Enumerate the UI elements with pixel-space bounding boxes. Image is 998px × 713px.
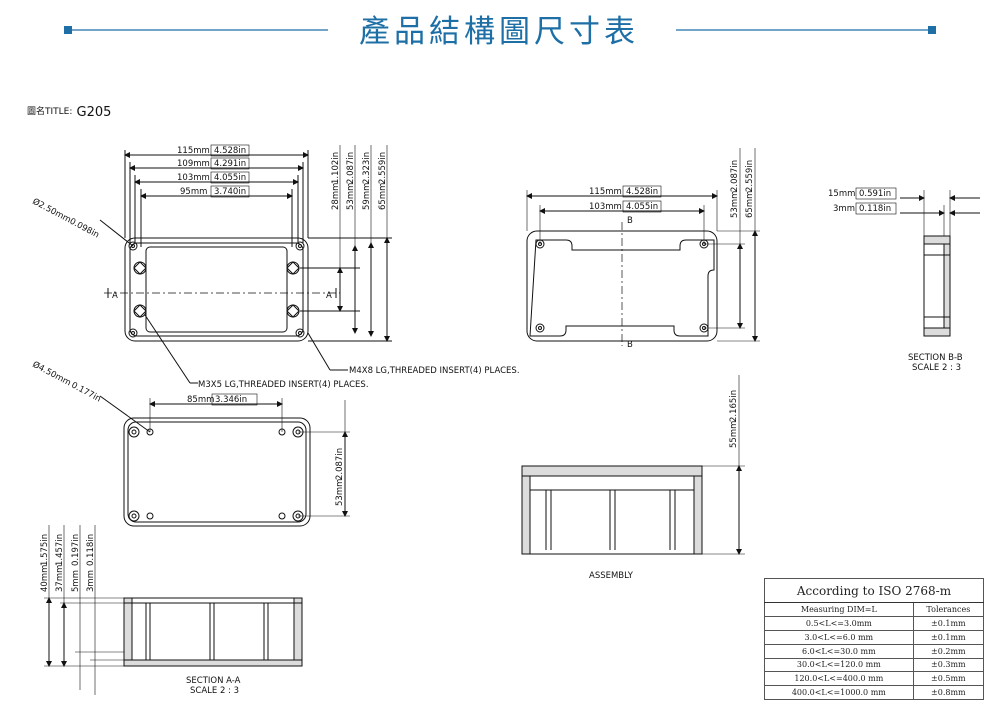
bb-dim-1: 3mm <box>833 204 855 214</box>
tolerance-table: According to ISO 2768-m Measuring DIM=L … <box>764 577 985 700</box>
section-mark-b-bottom: B <box>627 340 633 350</box>
assembly-label: ASSEMBLY <box>589 571 634 581</box>
top-dim-1-in: 4.291in <box>214 159 246 169</box>
tolerance-value: ±0.2mm <box>912 643 985 659</box>
aa-vdim-3-in: 0.118in <box>86 534 96 566</box>
tolerance-range: 0.5<L<=3.0mm <box>764 616 914 631</box>
top-dim-3: 95mm <box>180 187 207 197</box>
tolerance-value: ±0.1mm <box>912 616 985 631</box>
bottom-dim-v-in: 2.087in <box>335 448 345 480</box>
tolerance-range: 120.0<L<=400.0 mm <box>764 671 914 687</box>
bottom-view <box>99 395 350 527</box>
top-vdim-2-in: 2.323in <box>362 152 372 184</box>
tolerance-range: 6.0<L<=30.0 mm <box>764 643 914 659</box>
top-dim-2: 103mm <box>177 173 210 183</box>
aa-vdim-3: 3mm <box>86 570 96 592</box>
aa-vdim-0-in: 1.575in <box>40 534 50 566</box>
table-row: 30.0<L<=120.0 mm±0.3mm <box>764 657 985 673</box>
top-dim-3-in: 3.740in <box>214 187 246 197</box>
table-row: 6.0<L<=30.0 mm±0.2mm <box>764 643 985 659</box>
lid-view-labels: 115mm 4.528in 103mm 4.055in 53mm2.087in … <box>589 160 755 350</box>
top-vdim-0-in: 1.102in <box>331 152 341 184</box>
lid-dim-0: 115mm <box>589 187 622 197</box>
drawing-title: 圖名TITLE: G205 <box>27 104 111 120</box>
assembly-dim: 55mm <box>729 421 739 448</box>
top-vdim-1-in: 2.087in <box>346 152 356 184</box>
bottom-hole-dia-in: 0.177in <box>69 380 102 404</box>
section-bb-labels: 15mm 0.591in 3mm 0.118in SECTION B-B SCA… <box>828 187 963 373</box>
top-dim-1: 109mm <box>177 159 210 169</box>
note-m4: M4X8 LG,THREADED INSERT(4) PLACES. <box>349 366 520 376</box>
lid-view <box>526 148 760 346</box>
table-row: 0.5<L<=3.0mm±0.1mm <box>764 616 985 631</box>
table-row: 3.0<L<=6.0 mm±0.1mm <box>764 630 985 645</box>
assembly-view <box>521 375 745 555</box>
top-vdim-3-in: 2.559in <box>378 152 388 184</box>
top-hole-dia-in: 0.098in <box>68 217 101 241</box>
section-mark-a-right: A <box>326 291 332 301</box>
lid-vdim-0: 53mm <box>730 191 740 218</box>
tolerance-value: ±0.3mm <box>912 657 985 673</box>
top-dim-2-in: 4.055in <box>214 173 246 183</box>
drawing-title-label: 圖名TITLE: <box>27 107 73 117</box>
insert <box>133 261 147 275</box>
bb-dim-0-in: 0.591in <box>859 189 891 199</box>
tolerance-table-title: According to ISO 2768-m <box>764 577 984 604</box>
lid-vdim-1-in: 2.559in <box>745 160 755 192</box>
tolerance-value: ±0.8mm <box>912 685 985 700</box>
tolerance-range: 400.0<L<=1000.0 mm <box>764 685 914 700</box>
lid-dim-0-in: 4.528in <box>626 187 658 197</box>
bottom-hole-dia: Ø4.50mm <box>31 359 73 389</box>
bottom-dim-h: 85mm <box>187 395 214 405</box>
tolerance-value: ±0.1mm <box>912 630 985 645</box>
section-mark-b-top: B <box>627 216 633 226</box>
aa-vdim-2-in: 0.197in <box>71 534 81 566</box>
insert <box>286 304 300 318</box>
tolerance-range: 30.0<L<=120.0 mm <box>764 657 914 673</box>
section-bb-label: SECTION B-B <box>908 353 963 363</box>
tolerance-value: ±0.5mm <box>912 671 985 687</box>
aa-vdim-1: 37mm <box>55 565 65 592</box>
section-aa-scale: SCALE 2 : 3 <box>190 686 239 696</box>
section-bb-scale: SCALE 2 : 3 <box>912 363 961 373</box>
top-hole-dia: Ø2.50mm <box>31 196 73 226</box>
section-mark-a-left: A <box>112 291 118 301</box>
insert <box>133 304 147 318</box>
section-bb <box>900 190 980 337</box>
section-aa <box>44 525 303 695</box>
tolerance-col-measuring: Measuring DIM=L <box>764 602 914 618</box>
top-vdim-3: 65mm <box>378 183 388 210</box>
top-dim-0-in: 4.528in <box>214 146 246 156</box>
drawing-title-value: G205 <box>76 105 112 120</box>
aa-vdim-1-in: 1.457in <box>55 534 65 566</box>
insert <box>286 261 300 275</box>
tolerance-range: 3.0<L<=6.0 mm <box>764 630 914 645</box>
lid-dim-1: 103mm <box>589 202 622 212</box>
page-title: 產品結構圖尺寸表 <box>359 14 639 50</box>
top-vdim-1: 53mm <box>346 183 356 210</box>
bottom-dim-v: 53mm <box>335 479 345 506</box>
lid-dim-1-in: 4.055in <box>626 202 658 212</box>
section-aa-label: SECTION A-A <box>186 676 241 686</box>
top-view <box>99 145 392 384</box>
aa-vdim-2: 5mm <box>71 570 81 592</box>
lid-vdim-1: 65mm <box>745 191 755 218</box>
top-vdim-0: 28mm <box>331 183 341 210</box>
bb-dim-1-in: 0.118in <box>859 204 891 214</box>
bb-dim-0: 15mm <box>828 189 855 199</box>
top-vdim-2: 59mm <box>362 183 372 210</box>
tolerance-col-tolerances: Tolerances <box>912 602 985 618</box>
bottom-dim-h-in: 3.346in <box>215 395 247 405</box>
header-rule <box>64 26 936 34</box>
assembly-dim-in: 2.165in <box>729 390 739 422</box>
top-dim-0: 115mm <box>177 146 210 156</box>
lid-vdim-0-in: 2.087in <box>730 160 740 192</box>
table-row: 400.0<L<=1000.0 mm±0.8mm <box>764 685 985 700</box>
table-row: 120.0<L<=400.0 mm±0.5mm <box>764 671 985 687</box>
aa-vdim-0: 40mm <box>40 565 50 592</box>
note-m3: M3X5 LG,THREADED INSERT(4) PLACES. <box>198 380 369 390</box>
